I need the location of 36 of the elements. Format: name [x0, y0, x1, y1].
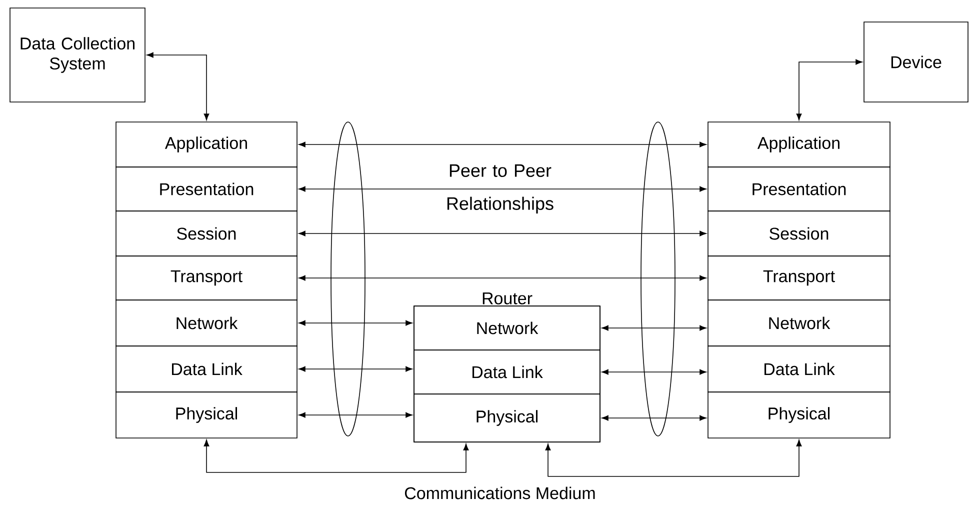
system-box: Data Collection System — [10, 8, 146, 102]
arrow — [298, 320, 412, 326]
layer-box: Data Link — [414, 350, 600, 394]
layer-box: Network — [116, 300, 298, 346]
arrow — [298, 142, 706, 148]
layer-box: Transport — [708, 256, 890, 300]
arrow — [298, 275, 706, 281]
layer-box: Application — [708, 122, 890, 168]
layer-box: Presentation — [116, 166, 298, 212]
layer-box: Session — [708, 210, 890, 256]
medium-label: Communications Medium — [404, 486, 595, 500]
node-label: Router — [482, 292, 532, 304]
layer-box: Data Link — [708, 346, 890, 392]
layer-box: Physical — [708, 392, 890, 438]
arrow — [796, 59, 862, 120]
arrow — [602, 369, 706, 375]
arrow — [298, 366, 412, 372]
layer-box: Physical — [414, 394, 600, 442]
peer-label: Peer to Peer Relationships — [447, 164, 554, 214]
arrow — [204, 440, 469, 473]
arrow — [146, 52, 210, 120]
device-box: Device — [864, 22, 968, 102]
layer-box: Network — [414, 306, 600, 350]
layer-box: Session — [116, 210, 298, 256]
layer-box: Data Link — [116, 346, 298, 392]
layer-box: Presentation — [708, 166, 890, 212]
layer-box: Transport — [116, 256, 298, 300]
layer-box: Physical — [116, 392, 298, 438]
layer-box: Application — [116, 122, 298, 168]
layer-box: Network — [708, 300, 890, 346]
arrow — [298, 230, 706, 236]
arrow — [602, 415, 706, 421]
arrow — [602, 325, 706, 331]
arrow — [298, 412, 412, 418]
arrow — [545, 440, 802, 477]
arrow — [298, 186, 706, 192]
